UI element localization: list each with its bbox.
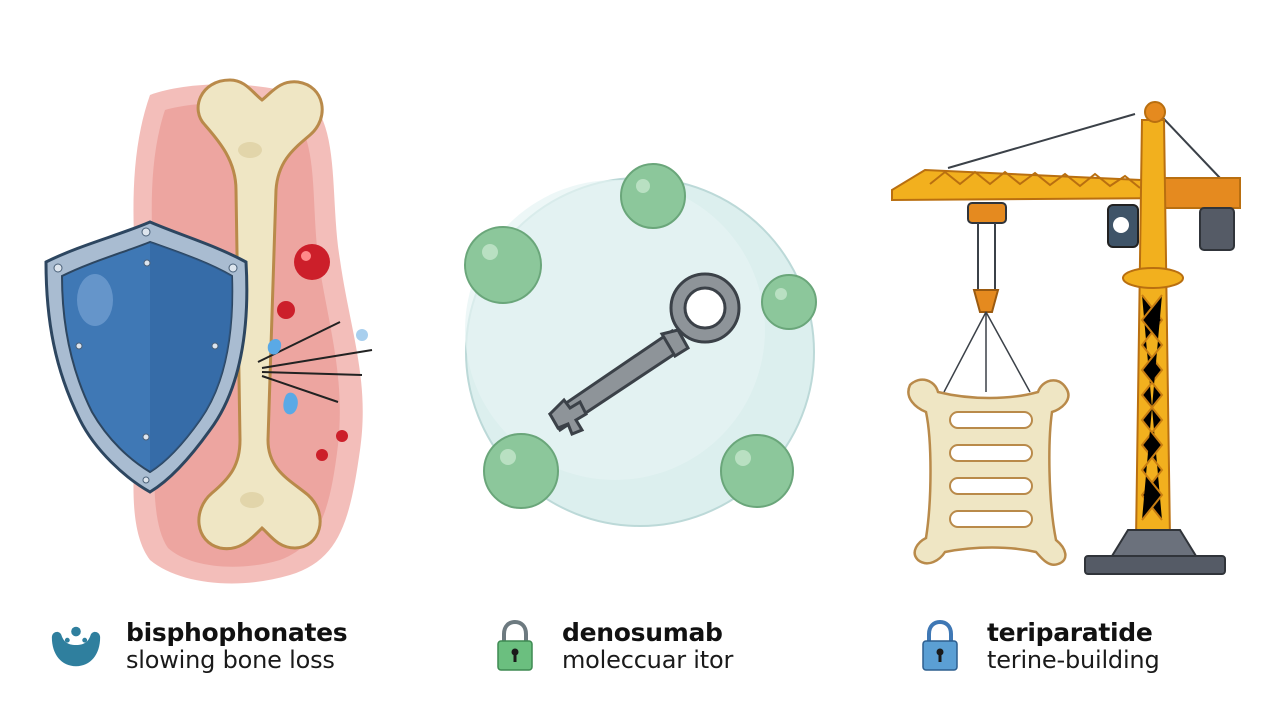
drug-description: terine-building — [987, 645, 1160, 674]
bisphosphonates-illustration — [40, 0, 400, 600]
key-icon — [547, 272, 741, 436]
caption-bisphosphonates: bisphophonates slowing bone loss — [48, 617, 348, 674]
drug-name: bisphophonates — [126, 617, 348, 647]
blood-cell — [294, 244, 330, 280]
hook — [972, 289, 1000, 313]
caption-teriparatide: teriparatide terine-building — [915, 617, 1160, 674]
denosumab-illustration — [450, 0, 830, 600]
bone-scaffold — [907, 378, 1070, 567]
teriparatide-illustration — [880, 0, 1250, 600]
drug-name: denosumab — [562, 617, 723, 647]
people-group-icon — [48, 618, 104, 674]
padlock-icon — [490, 618, 540, 674]
drug-name: teriparatide — [987, 617, 1153, 647]
drug-description: slowing bone loss — [126, 645, 335, 674]
padlock-icon — [915, 618, 965, 674]
molecules — [464, 163, 817, 509]
drug-description: moleccuar itor — [562, 645, 734, 674]
caption-denosumab: denosumab moleccuar itor — [490, 618, 733, 674]
bone — [196, 78, 324, 551]
